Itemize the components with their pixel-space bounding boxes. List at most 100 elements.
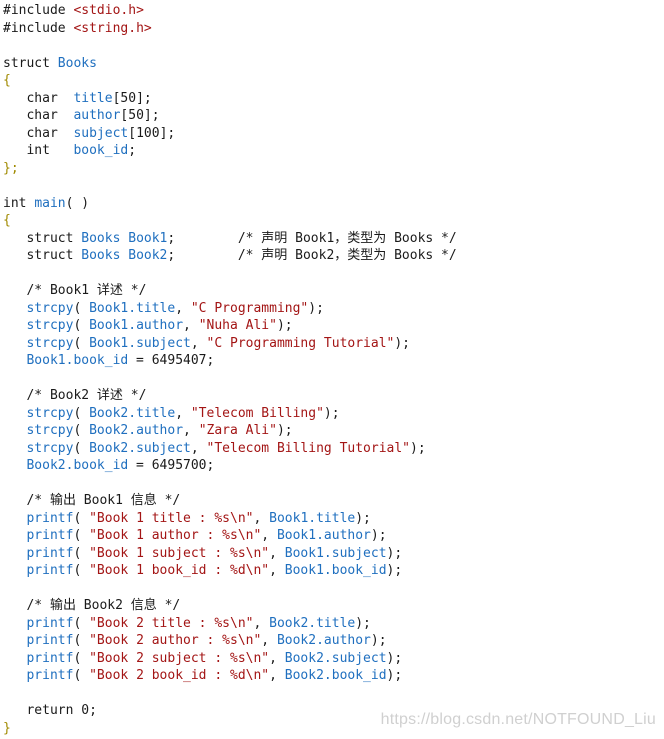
code-line: printf( "Book 1 author : %s\n", Book1.au… xyxy=(3,527,457,545)
code-line: char title[50]; xyxy=(3,90,457,108)
code-line: strcpy( Book2.author, "Zara Ali"); xyxy=(3,422,457,440)
code-token: author xyxy=(73,108,121,123)
code-token: ); xyxy=(276,318,293,333)
code-token: , xyxy=(175,405,191,421)
code-token: , xyxy=(261,633,277,648)
code-line: strcpy( Book1.title, "C Programming"); xyxy=(3,300,457,318)
code-token: , xyxy=(190,335,207,351)
code-token: strcpy xyxy=(26,423,74,438)
code-line: char subject[100]; xyxy=(3,125,457,143)
code-token: , xyxy=(269,650,285,666)
code-token xyxy=(3,563,26,578)
code-token: "Book 1 subject : %s\n" xyxy=(89,545,270,561)
code-token xyxy=(3,441,26,456)
code-line: { xyxy=(3,72,457,90)
code-token: printf xyxy=(26,528,74,543)
code-token: [ xyxy=(112,90,121,106)
code-token: printf xyxy=(26,615,74,631)
code-token: ]; xyxy=(143,108,160,123)
code-token: struct xyxy=(3,248,82,263)
code-token xyxy=(3,668,26,683)
code-token xyxy=(3,458,26,473)
code-token xyxy=(3,318,26,333)
code-token: "Book 1 book_id : %d\n" xyxy=(89,563,270,578)
code-token: int xyxy=(3,195,35,211)
code-token: ); xyxy=(410,440,426,456)
code-token: title xyxy=(73,90,113,106)
code-token: Book2.subject xyxy=(284,650,387,666)
code-token: "C Programming Tutorial" xyxy=(206,335,395,351)
code-token: char xyxy=(3,125,74,141)
code-line: Book1.book_id = 6495407; xyxy=(3,352,457,370)
code-token: Book2.author xyxy=(89,423,184,438)
code-line xyxy=(3,580,457,598)
code-token: [ xyxy=(120,108,129,123)
code-line xyxy=(3,685,457,703)
code-token: /* 声明 Book2，类型为 Books */ xyxy=(237,248,457,263)
code-token xyxy=(3,511,26,526)
code-token: "Book 2 book_id : %d\n" xyxy=(89,668,270,683)
code-line: int main( ) xyxy=(3,195,457,213)
code-token: ( xyxy=(73,405,90,421)
code-token: Book1.author xyxy=(89,318,184,333)
code-token: ( xyxy=(73,545,90,561)
code-token: Books xyxy=(57,55,97,71)
code-token: , xyxy=(183,423,199,438)
code-token: Book2.title xyxy=(269,615,356,631)
code-token: /* Book2 详述 */ xyxy=(3,388,147,403)
code-token: } xyxy=(3,720,11,736)
code-line: struct Books xyxy=(3,55,457,73)
code-token: ( xyxy=(73,563,90,578)
code-token: return xyxy=(3,703,82,718)
code-token: , xyxy=(175,300,191,316)
code-token: book_id xyxy=(73,143,129,158)
code-token: ( xyxy=(73,633,90,648)
code-token: strcpy xyxy=(26,335,74,351)
code-line: printf( "Book 2 author : %s\n", Book2.au… xyxy=(3,632,457,650)
code-token: Book2.book_id xyxy=(284,668,387,683)
code-token: ); xyxy=(386,545,403,561)
code-token: = xyxy=(128,458,152,473)
code-token: "Telecom Billing Tutorial" xyxy=(206,440,411,456)
code-token: }; xyxy=(3,160,19,176)
code-token: , xyxy=(269,545,285,561)
code-token: /* Book1 详述 */ xyxy=(3,283,147,298)
code-token: "Nuha Ali" xyxy=(198,318,277,333)
code-token: strcpy xyxy=(26,318,74,333)
code-line: #include <stdio.h> xyxy=(3,2,457,20)
code-token: printf xyxy=(26,650,74,666)
code-token: 50 xyxy=(128,108,144,123)
code-token: printf xyxy=(26,545,74,561)
code-token: strcpy xyxy=(26,300,74,316)
code-token: , xyxy=(190,440,207,456)
code-token: printf xyxy=(26,633,74,648)
code-token: "Book 1 title : %s\n" xyxy=(89,510,254,526)
code-token: 6495700 xyxy=(151,458,207,473)
code-line: return 0; xyxy=(3,702,457,720)
code-token: "Book 2 author : %s\n" xyxy=(89,633,262,648)
code-token: ); xyxy=(386,563,403,578)
code-token: , xyxy=(269,563,285,578)
code-line xyxy=(3,37,457,55)
code-line: Book2.book_id = 6495700; xyxy=(3,457,457,475)
code-token: Book2.subject xyxy=(89,440,191,456)
code-token: ; xyxy=(89,703,97,718)
code-token: int xyxy=(3,143,74,158)
code-token xyxy=(3,406,26,421)
code-token: struct xyxy=(3,55,58,71)
code-token: ( xyxy=(73,300,90,316)
code-token: "Zara Ali" xyxy=(198,423,277,438)
code-token: , xyxy=(183,318,199,333)
code-line: } xyxy=(3,720,457,738)
code-line: printf( "Book 2 subject : %s\n", Book2.s… xyxy=(3,650,457,668)
code-token: "C Programming" xyxy=(190,300,309,316)
code-line xyxy=(3,370,457,388)
code-token xyxy=(3,616,26,631)
code-token: Book1.subject xyxy=(89,335,191,351)
code-token: ]; xyxy=(136,90,152,106)
code-token: ; xyxy=(128,143,137,158)
code-line: printf( "Book 1 book_id : %d\n", Book1.b… xyxy=(3,562,457,580)
code-token: ); xyxy=(308,300,324,316)
code-line: strcpy( Book1.author, "Nuha Ali"); xyxy=(3,317,457,335)
code-token: /* 输出 Book1 信息 */ xyxy=(3,493,181,508)
